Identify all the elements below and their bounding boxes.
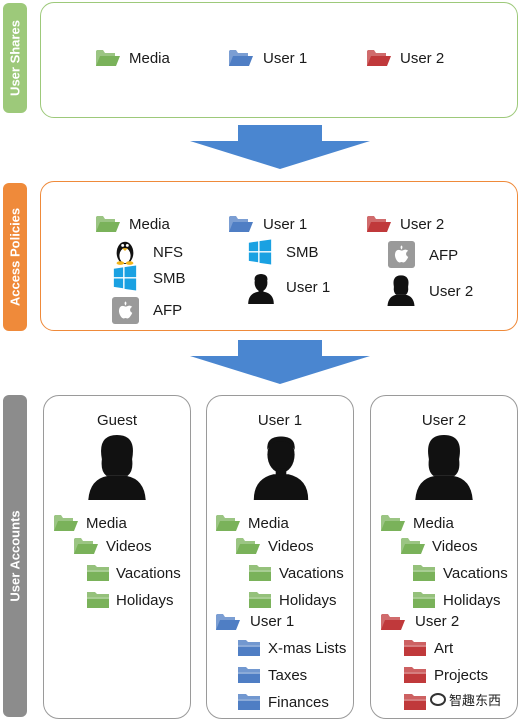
policy-media-nfs: NFS [153,244,183,261]
user2-vacations: Vacations [443,565,508,582]
user-accounts-title: User Accounts [7,510,23,602]
user-male-icon [246,272,276,304]
folder-red-icon [380,612,406,632]
folder-green-icon [53,513,79,533]
guest-avatar-icon [78,432,156,500]
user-female-icon [386,274,416,306]
user1-videos: Videos [268,538,314,555]
folder-green-icon [235,536,261,556]
apple-icon [112,297,139,324]
user-shares-bar: User Shares [3,3,27,113]
folder-red-icon [366,214,392,234]
linux-tux-icon [112,237,138,265]
windows-icon [247,239,273,265]
folder-blue-icon [228,48,254,68]
windows-icon [112,265,138,291]
policy-user1-user: User 1 [286,279,331,296]
folder-red-icon [366,48,392,68]
guest-holidays: Holidays [116,592,174,609]
folder-green-icon [412,590,436,610]
folder-red-icon [403,638,427,658]
policy-media-label: Media [129,216,170,233]
apple-icon [388,241,415,268]
folder-green-icon [380,513,406,533]
folder-green-icon [412,563,436,583]
folder-blue-icon [237,692,261,712]
user-shares-title: User Shares [7,20,23,96]
folder-green-icon [400,536,426,556]
access-policies-title: Access Policies [7,207,23,307]
policy-user2-user: User 2 [429,283,474,300]
guest-vacations: Vacations [116,565,181,582]
folder-green-icon [215,513,241,533]
user1-taxes: Taxes [268,667,308,684]
user2-holidays: Holidays [443,592,501,609]
folder-green-icon [95,48,121,68]
user2-videos: Videos [432,538,478,555]
user1-avatar-icon [242,432,320,500]
user1-holidays: Holidays [279,592,337,609]
folder-green-icon [86,590,110,610]
user-accounts-bar: User Accounts [3,395,27,717]
user2-title: User 2 [421,412,467,429]
folder-blue-icon [237,665,261,685]
user2-projects: Projects [434,667,489,684]
folder-red-icon [403,692,427,712]
user1-xmas: X-mas Lists [268,640,347,657]
policy-user2-afp: AFP [429,247,459,264]
folder-green-icon [248,590,272,610]
user1-title: User 1 [257,412,303,429]
share-user1-label: User 1 [263,50,308,67]
policy-user1-label: User 1 [263,216,308,233]
user2-avatar-icon [405,432,483,500]
wechat-icon [430,693,446,706]
watermark: 智趣东西 [430,690,501,709]
user1-home: User 1 [250,613,295,630]
folder-green-icon [95,214,121,234]
guest-videos: Videos [106,538,152,555]
user1-vacations: Vacations [279,565,344,582]
folder-green-icon [73,536,99,556]
folder-blue-icon [215,612,241,632]
folder-red-icon [403,665,427,685]
user2-media: Media [413,515,454,532]
folder-blue-icon [237,638,261,658]
user1-media: Media [248,515,289,532]
folder-green-icon [86,563,110,583]
user2-home: User 2 [415,613,460,630]
user-shares-panel [40,2,518,118]
folder-green-icon [248,563,272,583]
share-media-label: Media [129,50,170,67]
policy-user2-label: User 2 [400,216,445,233]
flow-arrow-down-icon [190,340,370,384]
guest-title: Guest [96,412,138,429]
share-user2-label: User 2 [400,50,445,67]
watermark-text: 智趣东西 [449,694,502,709]
guest-media: Media [86,515,127,532]
policy-media-afp: AFP [153,302,183,319]
folder-blue-icon [228,214,254,234]
user1-finances: Finances [268,694,329,711]
user2-art: Art [434,640,454,657]
policy-media-smb: SMB [153,270,186,287]
access-policies-bar: Access Policies [3,183,27,331]
policy-user1-smb: SMB [286,244,319,261]
flow-arrow-down-icon [190,125,370,169]
